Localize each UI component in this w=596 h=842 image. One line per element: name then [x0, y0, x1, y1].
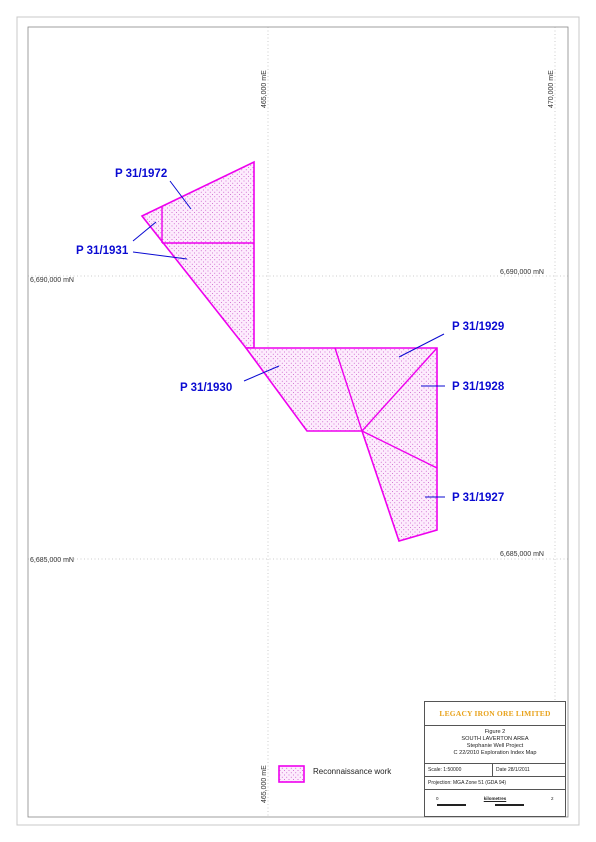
scale-date-row: Scale: 1:50000 Date 28/1/2011: [425, 764, 565, 777]
graticule: [28, 27, 568, 817]
easting-label-465000: 465,000 mE: [261, 70, 268, 108]
leader-p31-1972: [169, 180, 192, 210]
leader-p31-1930: [243, 365, 280, 382]
outer-frame: [16, 16, 580, 826]
company-name: LEGACY IRON ORE LIMITED: [425, 702, 565, 726]
figure-number: Figure 2: [484, 729, 506, 735]
projection-text: Projection: MGA Zone 51 (GDA 94): [425, 777, 565, 790]
area-name: SOUTH LAVERTON AREA: [461, 736, 529, 742]
tenement-label-p31-1972: P 31/1972: [115, 168, 167, 180]
scale-bar-graphic: [437, 804, 553, 806]
northing-label-left-6690000: 6,690,000 mN: [30, 277, 74, 284]
tenement-label-p31-1930: P 31/1930: [180, 382, 232, 394]
scale-bar-units: kilometres: [483, 796, 507, 801]
boundary-1930-east: [334, 347, 363, 432]
boundary-1929-south: [361, 347, 438, 432]
date-text: Date 28/1/2011: [496, 767, 530, 773]
tenement-label-p31-1928: P 31/1928: [452, 381, 505, 393]
figure-caption: Figure 2 SOUTH LAVERTON AREA Stephanie W…: [425, 726, 565, 764]
inner-frame: [27, 26, 569, 818]
tenement-block-south: [244, 347, 438, 542]
tenement-label-p31-1929: P 31/1929: [452, 321, 504, 333]
easting-label-bottom-465000: 465,000 mE: [261, 765, 268, 803]
boundary-1927-north: [361, 430, 438, 469]
tenement-label-p31-1927: P 31/1927: [452, 492, 504, 504]
project-name: Stephanie Well Project: [466, 743, 524, 749]
title-block: LEGACY IRON ORE LIMITED Figure 2 SOUTH L…: [424, 701, 566, 817]
tenement-label-p31-1931: P 31/1931: [76, 245, 129, 257]
northing-label-right-6685000: 6,685,000 mN: [500, 551, 544, 558]
leader-p31-1931-lower: [132, 251, 188, 260]
legend-swatch-reconnaissance: [278, 765, 305, 783]
scale-bar-start: 0: [436, 796, 439, 801]
legend-label-reconnaissance: Reconnaissance work: [313, 767, 392, 776]
scale-bar-end: 2: [551, 796, 554, 801]
easting-label-470000: 470,000 mE: [548, 70, 555, 108]
map-title: C 22/2010 Exploration Index Map: [453, 750, 537, 756]
northing-label-right-6690000: 6,690,000 mN: [500, 269, 544, 276]
leader-p31-1931-upper: [132, 221, 157, 242]
northing-label-left-6685000: 6,685,000 mN: [30, 557, 74, 564]
scale-bar: 0 kilometres 2: [425, 790, 565, 818]
scale-text: Scale: 1:50000: [425, 764, 493, 776]
leader-p31-1929: [398, 333, 445, 358]
